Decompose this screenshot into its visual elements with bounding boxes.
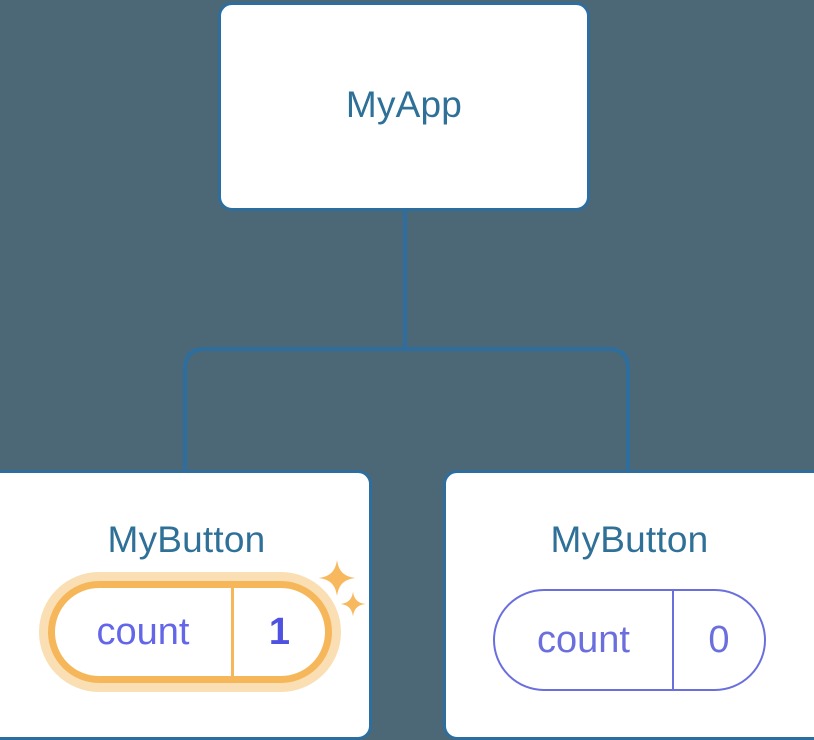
node-mybutton-left-title: MyButton	[107, 519, 266, 560]
node-myapp[interactable]: MyApp	[218, 2, 590, 211]
edge-branch-bus	[183, 347, 630, 470]
state-pill-left[interactable]: count 1	[48, 581, 332, 683]
state-pill-left-wrapper: count 1	[48, 581, 332, 683]
node-myapp-title: MyApp	[345, 83, 463, 125]
state-pill-left-value-cell: 1	[231, 588, 325, 676]
state-pill-right[interactable]: count 0	[493, 589, 766, 691]
state-pill-right-name-cell: count	[495, 591, 672, 689]
state-pill-left-label: count	[96, 610, 190, 653]
state-pill-left-name-cell: count	[55, 588, 231, 676]
state-pill-right-wrapper: count 0	[493, 589, 766, 691]
state-pill-left-value: 1	[268, 610, 291, 653]
state-pill-right-value: 0	[708, 618, 730, 661]
state-pill-right-value-cell: 0	[672, 591, 764, 689]
state-pill-right-label: count	[537, 618, 630, 661]
node-mybutton-right-title: MyButton	[550, 519, 709, 560]
